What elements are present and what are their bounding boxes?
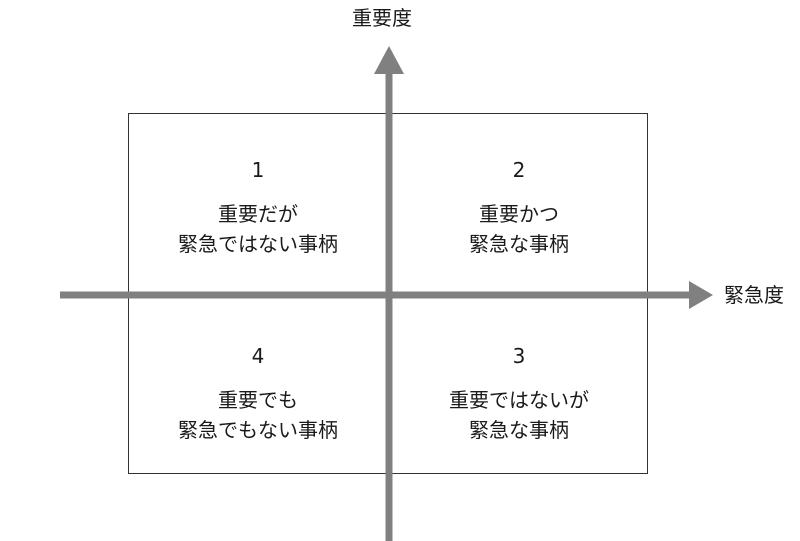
quadrant-3-line-1: 重要ではないが xyxy=(449,388,589,412)
quadrant-2-line-2: 緊急な事柄 xyxy=(469,232,569,256)
quadrant-1-line-1: 重要だが xyxy=(218,202,298,226)
quadrant-1-line-2: 緊急ではない事柄 xyxy=(178,232,338,256)
vertical-axis-arrowhead xyxy=(374,46,404,74)
quadrant-2: 2 重要かつ 緊急な事柄 xyxy=(389,158,649,259)
quadrant-4-line-1: 重要でも xyxy=(218,388,298,412)
horizontal-axis-arrowhead xyxy=(689,281,713,309)
quadrant-2-line-1: 重要かつ xyxy=(479,202,559,226)
quadrant-4-number: 4 xyxy=(251,344,265,368)
quadrant-4-line-2: 緊急でもない事柄 xyxy=(178,418,338,442)
quadrant-4: 4 重要でも 緊急でもない事柄 xyxy=(128,344,388,445)
quadrant-3-line-2: 緊急な事柄 xyxy=(469,418,569,442)
horizontal-axis-label: 緊急度 xyxy=(724,283,784,307)
quadrant-2-number: 2 xyxy=(512,158,526,182)
quadrant-1: 1 重要だが 緊急ではない事柄 xyxy=(128,158,388,259)
vertical-axis-label: 重要度 xyxy=(352,6,412,30)
quadrant-3: 3 重要ではないが 緊急な事柄 xyxy=(389,344,649,445)
quadrant-3-number: 3 xyxy=(512,344,526,368)
quadrant-1-number: 1 xyxy=(251,158,265,182)
